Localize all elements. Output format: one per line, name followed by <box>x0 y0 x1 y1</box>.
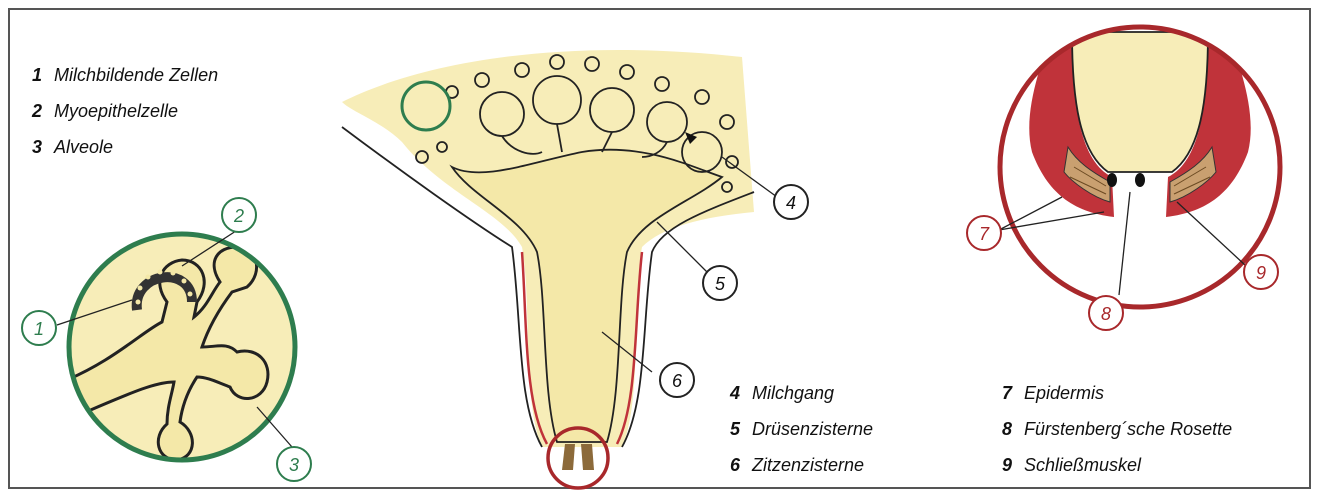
svg-text:5: 5 <box>715 274 726 294</box>
svg-text:1: 1 <box>34 319 44 339</box>
callout-6: 6 <box>660 363 694 397</box>
svg-text:6: 6 <box>672 371 683 391</box>
teat-tip-zoom <box>999 27 1280 307</box>
gland-cistern <box>452 150 722 442</box>
callout-3: 3 <box>277 447 311 481</box>
udder-section <box>342 50 754 488</box>
svg-text:8: 8 <box>1101 304 1111 324</box>
svg-text:7: 7 <box>979 224 990 244</box>
callout-4: 4 <box>774 185 808 219</box>
callout-8: 8 <box>1089 296 1123 330</box>
callout-5: 5 <box>703 266 737 300</box>
svg-text:2: 2 <box>233 206 244 226</box>
svg-text:9: 9 <box>1256 263 1266 283</box>
callout-1: 1 <box>22 311 56 345</box>
callout-7: 7 <box>967 216 1001 250</box>
callout-9: 9 <box>1244 255 1278 289</box>
diagram-frame: 1 2 3 4 5 6 7 8 <box>8 8 1311 489</box>
svg-text:3: 3 <box>289 455 299 475</box>
alveoli-zoom <box>57 229 295 460</box>
callout-2: 2 <box>222 198 256 232</box>
svg-text:4: 4 <box>786 193 796 213</box>
